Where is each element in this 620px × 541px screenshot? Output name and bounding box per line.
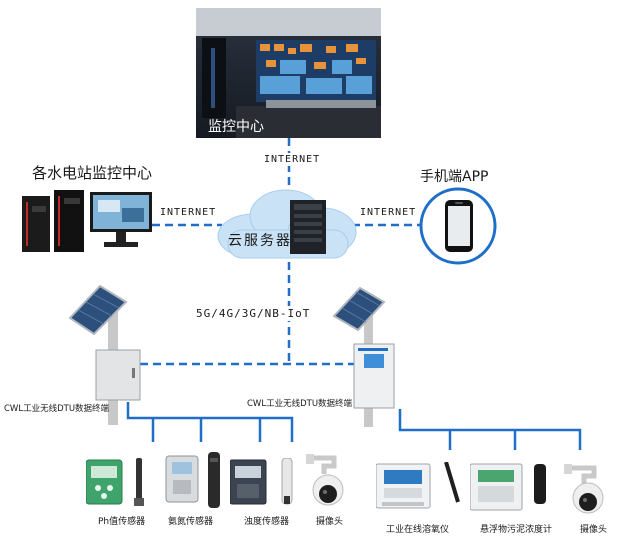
oxygen-meter-device — [375, 461, 466, 516]
sludge-meter-device — [469, 462, 550, 516]
hydro-stations-label: 各水电站监控中心 — [32, 164, 153, 182]
camera-left-label: 摄像头 — [316, 517, 344, 527]
ph-sensor-label: Ph值传感器 — [98, 517, 146, 527]
internet-label-top: INTERNET — [262, 153, 323, 166]
internet-label-left: INTERNET — [158, 206, 219, 219]
solar-pole-right — [330, 282, 410, 427]
wireless-label: 5G/4G/3G/NB-IoT — [194, 306, 313, 321]
ph-sensor-device — [85, 458, 156, 508]
hydro-stations-pcs — [20, 188, 155, 254]
oxygen-meter-label: 工业在线溶氧仪 — [386, 525, 450, 535]
camera-right-device — [562, 462, 616, 516]
solar-pole-left — [66, 280, 156, 425]
cloud-server-label: 云服务器 — [228, 233, 292, 249]
sludge-meter-label: 悬浮物污泥浓度计 — [480, 525, 553, 535]
turbidity-sensor-device — [229, 457, 302, 508]
dtu-right-label: CWL工业无线DTU数据终端 — [247, 399, 353, 409]
mobile-app-label: 手机端APP — [420, 169, 489, 185]
turbidity-sensor-label: 浊度传感器 — [244, 517, 290, 527]
bus-right — [398, 409, 582, 450]
ammonia-sensor-device — [164, 452, 234, 510]
bus-left — [126, 402, 294, 442]
mobile-app-node — [418, 186, 498, 266]
internet-label-right: INTERNET — [358, 206, 419, 219]
ammonia-sensor-label: 氨氮传感器 — [168, 517, 214, 527]
camera-right-label: 摄像头 — [580, 525, 608, 535]
dtu-left-label: CWL工业无线DTU数据终端 — [4, 404, 110, 414]
monitor-center-photo: 监控中心 — [196, 8, 381, 138]
camera-left-device — [304, 452, 356, 506]
cloud-server: 云服务器 — [214, 186, 360, 262]
monitor-center-label: 监控中心 — [208, 119, 264, 135]
